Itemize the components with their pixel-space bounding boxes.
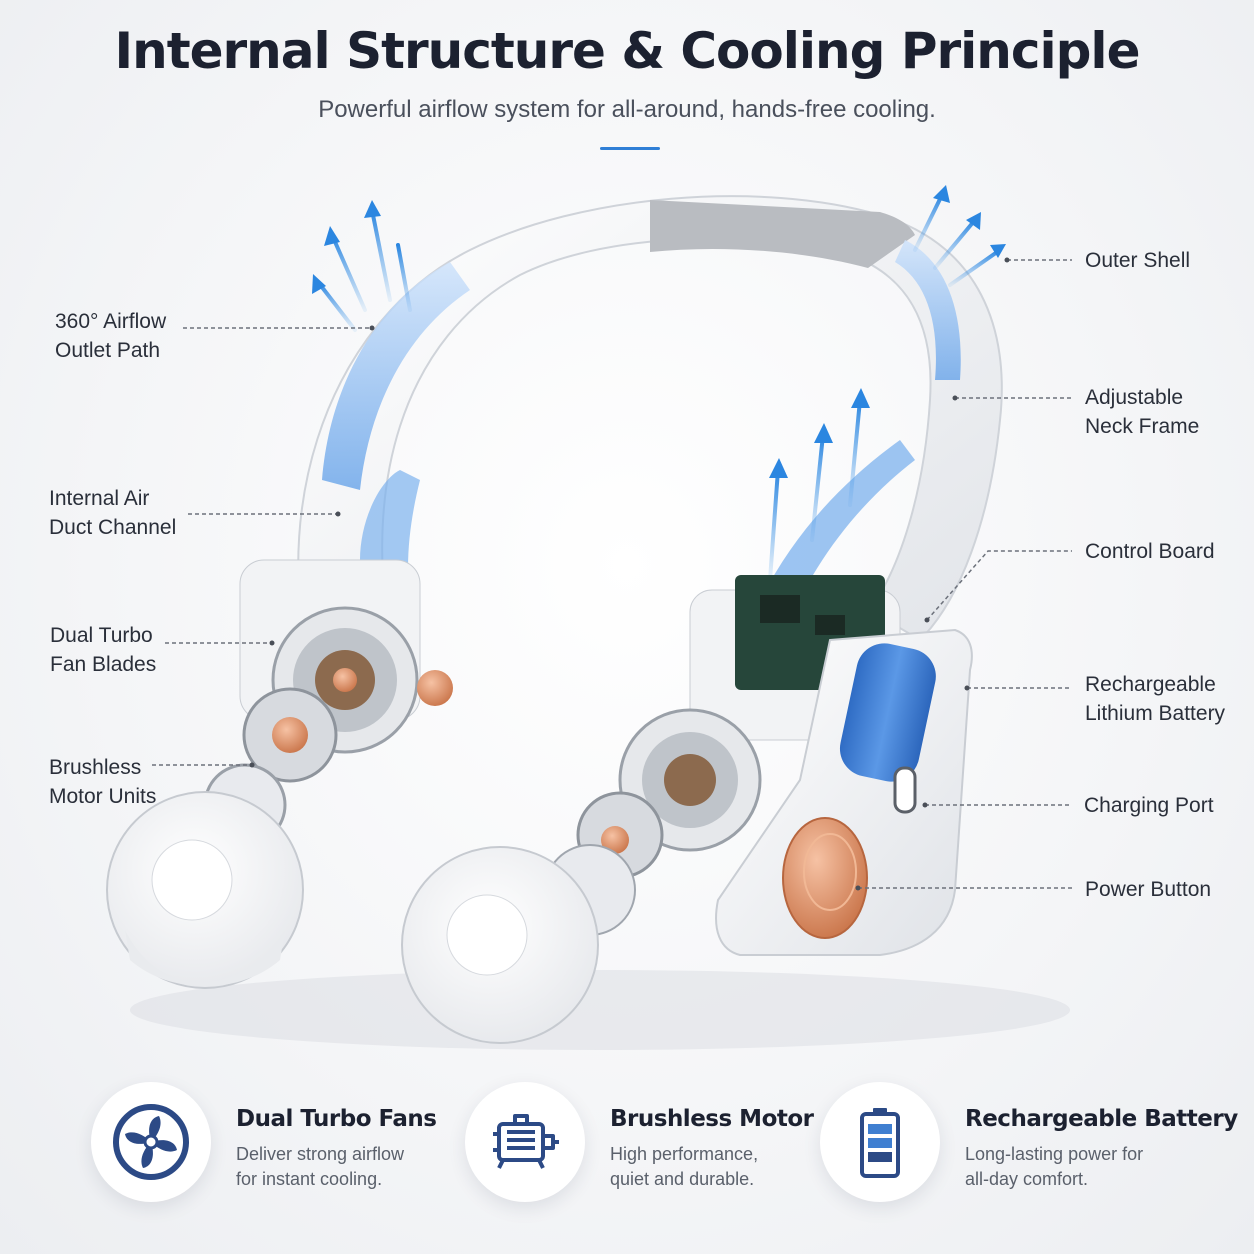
callout-dots	[249, 257, 1010, 891]
left-airflow-arrows	[316, 208, 412, 332]
callout-control-board: Control Board	[1085, 540, 1215, 563]
feature-title: Dual Turbo Fans	[236, 1106, 437, 1132]
feature-description: Deliver strong airflow for instant cooli…	[236, 1144, 405, 1189]
feature-dual-turbo-fans: Dual Turbo Fans Deliver strong airflow f…	[91, 1082, 437, 1206]
feature-title: Rechargeable Battery	[965, 1106, 1238, 1132]
page-title: Internal Structure & Cooling Principle	[114, 22, 1141, 80]
right-top-airflow-arrows	[913, 193, 1002, 287]
callout-battery: Rechargeable Lithium Battery	[1085, 673, 1226, 725]
battery-module	[715, 628, 973, 956]
callout-outer-shell: Outer Shell	[1085, 249, 1191, 272]
motor-icon	[493, 1114, 559, 1169]
feature-icon-circle	[465, 1082, 585, 1202]
feature-brushless-motor: Brushless Motor High performance, quiet …	[465, 1082, 814, 1206]
fan-icon	[113, 1104, 189, 1180]
feature-description: Long-lasting power for all-day comfort.	[965, 1144, 1144, 1189]
battery-icon	[860, 1108, 900, 1178]
callout-leaders	[152, 259, 1072, 889]
callout-motor-units: Brushless Motor Units	[49, 756, 157, 808]
feature-icon-circle	[820, 1082, 940, 1202]
usb-c-port	[893, 766, 917, 814]
right-mid-airflow-arrows	[768, 398, 862, 582]
feature-title: Brushless Motor	[610, 1106, 814, 1132]
page-subtitle: Powerful airflow system for all-around, …	[318, 96, 936, 123]
feature-icon-circle	[91, 1082, 211, 1202]
callout-airflow-outlet: 360° Airflow Outlet Path	[55, 310, 167, 362]
callout-neck-frame: Adjustable Neck Frame	[1085, 386, 1200, 438]
callout-charging-port: Charging Port	[1084, 794, 1214, 817]
lithium-battery-cell	[839, 643, 936, 782]
left-fan-head	[106, 791, 304, 989]
power-button-disc	[782, 817, 868, 939]
callout-air-duct: Internal Air Duct Channel	[49, 487, 177, 539]
right-fan-head	[401, 846, 599, 1044]
title-divider	[600, 147, 660, 150]
floor-shadow	[130, 970, 1070, 1050]
feature-description: High performance, quiet and durable.	[610, 1144, 759, 1189]
feature-rechargeable-battery: Rechargeable Battery Long-lasting power …	[820, 1082, 1238, 1206]
callout-power-button: Power Button	[1085, 878, 1212, 901]
callout-fan-blades: Dual Turbo Fan Blades	[50, 624, 157, 676]
